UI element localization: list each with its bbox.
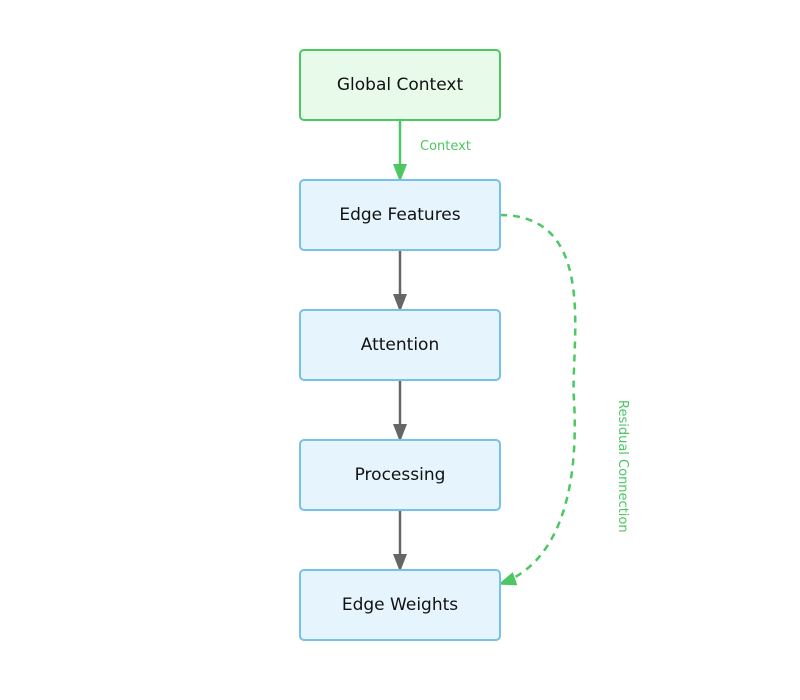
node-edge-features: Edge Features [299, 179, 501, 251]
node-box [299, 49, 501, 121]
node-box [299, 179, 501, 251]
node-label: Global Context [337, 75, 464, 95]
node-box [299, 569, 501, 641]
node-global-context: Global Context [299, 49, 501, 121]
node-processing: Processing [299, 439, 501, 511]
node-label: Attention [361, 335, 439, 355]
node-label: Processing [355, 465, 446, 485]
diagram-edges [393, 120, 577, 586]
node-attention: Attention [299, 309, 501, 381]
edge-label-context: Context [420, 139, 471, 154]
edge-residual-connection [498, 213, 577, 586]
node-label: Edge Weights [342, 595, 458, 615]
node-box [299, 309, 501, 381]
node-label: Edge Features [339, 205, 460, 225]
edge-label-residual-connection: Residual Connection [615, 400, 630, 533]
node-box [299, 439, 501, 511]
edge-labels: Context Residual Connection [420, 139, 630, 533]
node-edge-weights: Edge Weights [299, 569, 501, 641]
